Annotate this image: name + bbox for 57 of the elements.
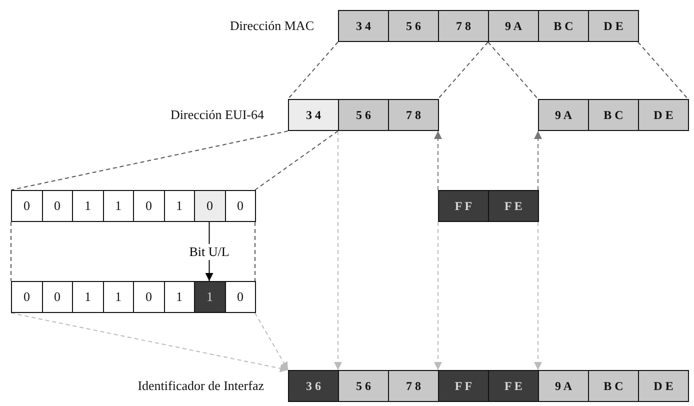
bit-cell: 1	[102, 281, 134, 313]
bit-cell: 0	[194, 190, 226, 222]
projection-line	[438, 42, 488, 100]
row-label: Dirección MAC	[230, 18, 314, 34]
bit-cell: 0	[42, 190, 73, 222]
arrow	[434, 222, 442, 370]
edge-label: Bit U/L	[187, 244, 232, 260]
bit-cell: 0	[11, 190, 42, 222]
projection-line	[638, 42, 688, 100]
byte-cell: F F	[438, 190, 489, 222]
bit-cell: 1	[72, 190, 104, 222]
arrow	[10, 312, 288, 372]
projection-line	[288, 42, 338, 100]
byte-cell: 9 A	[488, 10, 539, 42]
bit-cell: 0	[133, 281, 164, 313]
byte-cell: F E	[488, 370, 539, 402]
row-label: Dirección EUI-64	[170, 107, 264, 123]
byte-cell: 7 8	[388, 99, 439, 131]
arrow	[434, 130, 442, 190]
byte-cell: 9 A	[538, 99, 589, 131]
bit-cell: 0	[224, 190, 256, 222]
byte-cell: 5 6	[388, 10, 439, 42]
projection-line	[254, 130, 338, 190]
projection-line	[254, 222, 256, 282]
byte-cell: 3 6	[288, 370, 339, 402]
arrow	[334, 130, 342, 370]
projection-line	[10, 130, 288, 190]
byte-cell: 3 4	[338, 10, 389, 42]
byte-cell: 7 8	[388, 370, 439, 402]
byte-cell: 5 6	[338, 370, 389, 402]
arrow	[534, 130, 542, 190]
projection-line	[10, 222, 12, 282]
byte-cell: D E	[638, 370, 689, 402]
byte-cell: D E	[638, 99, 689, 131]
bit-cell: 1	[72, 281, 104, 313]
byte-cell: 9 A	[538, 370, 589, 402]
bit-cell: 1	[164, 281, 195, 313]
bit-cell: 0	[11, 281, 42, 313]
bit-cell: 0	[133, 190, 164, 222]
arrow	[254, 312, 288, 370]
byte-cell: B C	[588, 370, 639, 402]
bit-cell: 0	[224, 281, 256, 313]
bit-cell: 0	[42, 281, 73, 313]
byte-cell: F F	[438, 370, 489, 402]
row-label: Identificador de Interfaz	[138, 378, 264, 394]
byte-cell: 5 6	[338, 99, 389, 131]
byte-cell: B C	[588, 99, 639, 131]
byte-cell: 3 4	[288, 99, 339, 131]
byte-cell: F E	[488, 190, 539, 222]
projection-line	[488, 42, 538, 100]
arrow	[534, 222, 542, 370]
byte-cell: D E	[588, 10, 639, 42]
bit-cell: 1	[194, 281, 226, 313]
bit-cell: 1	[164, 190, 195, 222]
byte-cell: 7 8	[438, 10, 489, 42]
byte-cell: B C	[538, 10, 589, 42]
bit-cell: 1	[102, 190, 134, 222]
